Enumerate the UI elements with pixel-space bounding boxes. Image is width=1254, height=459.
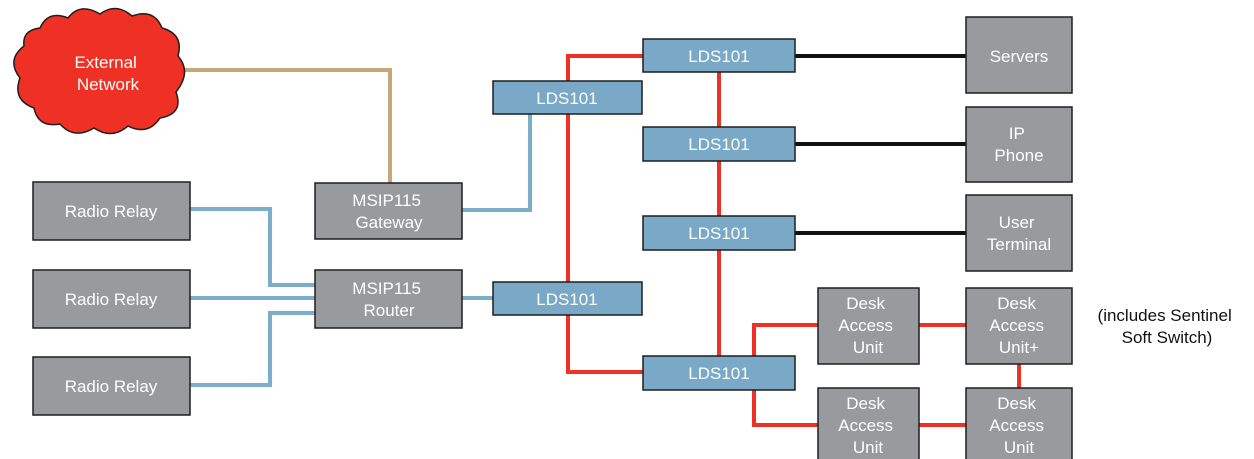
lds101-c: LDS101 [492, 281, 643, 316]
user-terminal: User Terminal [965, 194, 1073, 272]
links [185, 54, 1021, 427]
node-label-line: Desk [846, 394, 885, 413]
node-label-line: Gateway [355, 213, 423, 232]
radio-relay-1: Radio Relay [32, 181, 191, 241]
node-label-line: Desk [997, 294, 1036, 313]
desk-access-unit-2: Desk Access Unit [817, 387, 920, 459]
node-label: Radio Relay [65, 377, 158, 396]
node-label: LDS101 [688, 364, 749, 383]
node-label: LDS101 [688, 135, 749, 154]
svg-text:Desk Access Unit: Desk Access Unit [838, 294, 898, 357]
node-label-line: Phone [994, 146, 1043, 165]
node-label-line: Access [838, 316, 893, 335]
msip115-router: MSIP115 Router [314, 269, 463, 329]
cloud-icon [13, 7, 186, 135]
node-label-line: Desk [846, 294, 885, 313]
svg-text:Desk Access Unit: Desk Access Unit [838, 394, 898, 457]
servers: Servers [965, 16, 1073, 94]
svg-text:IP Phone: IP Phone [994, 124, 1043, 165]
node-label-line: Unit [853, 338, 884, 357]
lds101-e: LDS101 [642, 215, 796, 251]
node-label: Servers [990, 47, 1049, 66]
desk-access-unit-plus: Desk Access Unit+ [965, 287, 1073, 365]
msip115-gateway: MSIP115 Gateway [314, 182, 463, 240]
link-relay3-router [190, 311, 315, 387]
svg-text:External Network: External Network [74, 53, 141, 94]
node-label-line: IP [1009, 124, 1025, 143]
node-label-line: Desk [997, 394, 1036, 413]
desk-access-unit-3: Desk Access Unit [965, 387, 1073, 459]
node-label-line: Access [989, 316, 1044, 335]
node-label-line: Unit+ [999, 338, 1039, 357]
node-label-line: MSIP115 [352, 279, 421, 298]
note-line: (includes Sentinel [1098, 306, 1232, 325]
node-label-line: Unit [1004, 438, 1035, 457]
link-gateway-lds-a [462, 114, 532, 212]
node-label: LDS101 [536, 89, 597, 108]
node-label-line: External [74, 53, 136, 72]
lds101-a: LDS101 [492, 80, 643, 115]
desk-access-unit-1: Desk Access Unit [817, 287, 920, 365]
node-label-line: Access [838, 416, 893, 435]
sentinel-note: (includes Sentinel Soft Switch) [1098, 306, 1237, 347]
note-line: Soft Switch) [1122, 328, 1213, 347]
node-label-line: Unit [853, 438, 884, 457]
svg-text:(includes Sentinel Soft: (includes Sentinel Soft Switch) [1098, 306, 1237, 347]
link-lds-a-lds-b [566, 54, 643, 81]
svg-text:MSIP115 Router: MSIP115 Router [352, 279, 425, 320]
node-label-line: Network [77, 75, 140, 94]
svg-text:User Terminal: User Terminal [987, 213, 1051, 254]
node-label-line: User [999, 213, 1035, 232]
link-lds-f-dau2 [752, 390, 818, 427]
node-label: Radio Relay [65, 290, 158, 309]
node-label-line: Router [363, 301, 414, 320]
link-external-gateway [185, 68, 392, 183]
radio-relay-2: Radio Relay [32, 269, 191, 329]
node-label-line: Access [989, 416, 1044, 435]
link-relay1-router [190, 207, 315, 287]
lds101-d: LDS101 [642, 126, 796, 162]
link-lds-a-lds-c-f [566, 114, 643, 374]
node-label-line: Terminal [987, 235, 1051, 254]
lds101-f: LDS101 [642, 355, 796, 391]
radio-relay-3: Radio Relay [32, 356, 191, 416]
svg-text:MSIP115 Gateway: MSIP115 Gateway [352, 191, 425, 232]
node-label: LDS101 [688, 224, 749, 243]
svg-text:Desk Access Unit: Desk Access Unit [989, 394, 1049, 457]
lds101-b: LDS101 [642, 38, 796, 73]
svg-text:Desk Access Unit+: Desk Access Unit+ [989, 294, 1049, 357]
node-label: Radio Relay [65, 202, 158, 221]
node-label: LDS101 [688, 47, 749, 66]
node-label-line: MSIP115 [352, 191, 421, 210]
link-lds-f-dau1 [752, 323, 818, 356]
node-label: LDS101 [536, 290, 597, 309]
ip-phone: IP Phone [965, 106, 1073, 183]
external-network: External Network [13, 7, 186, 135]
